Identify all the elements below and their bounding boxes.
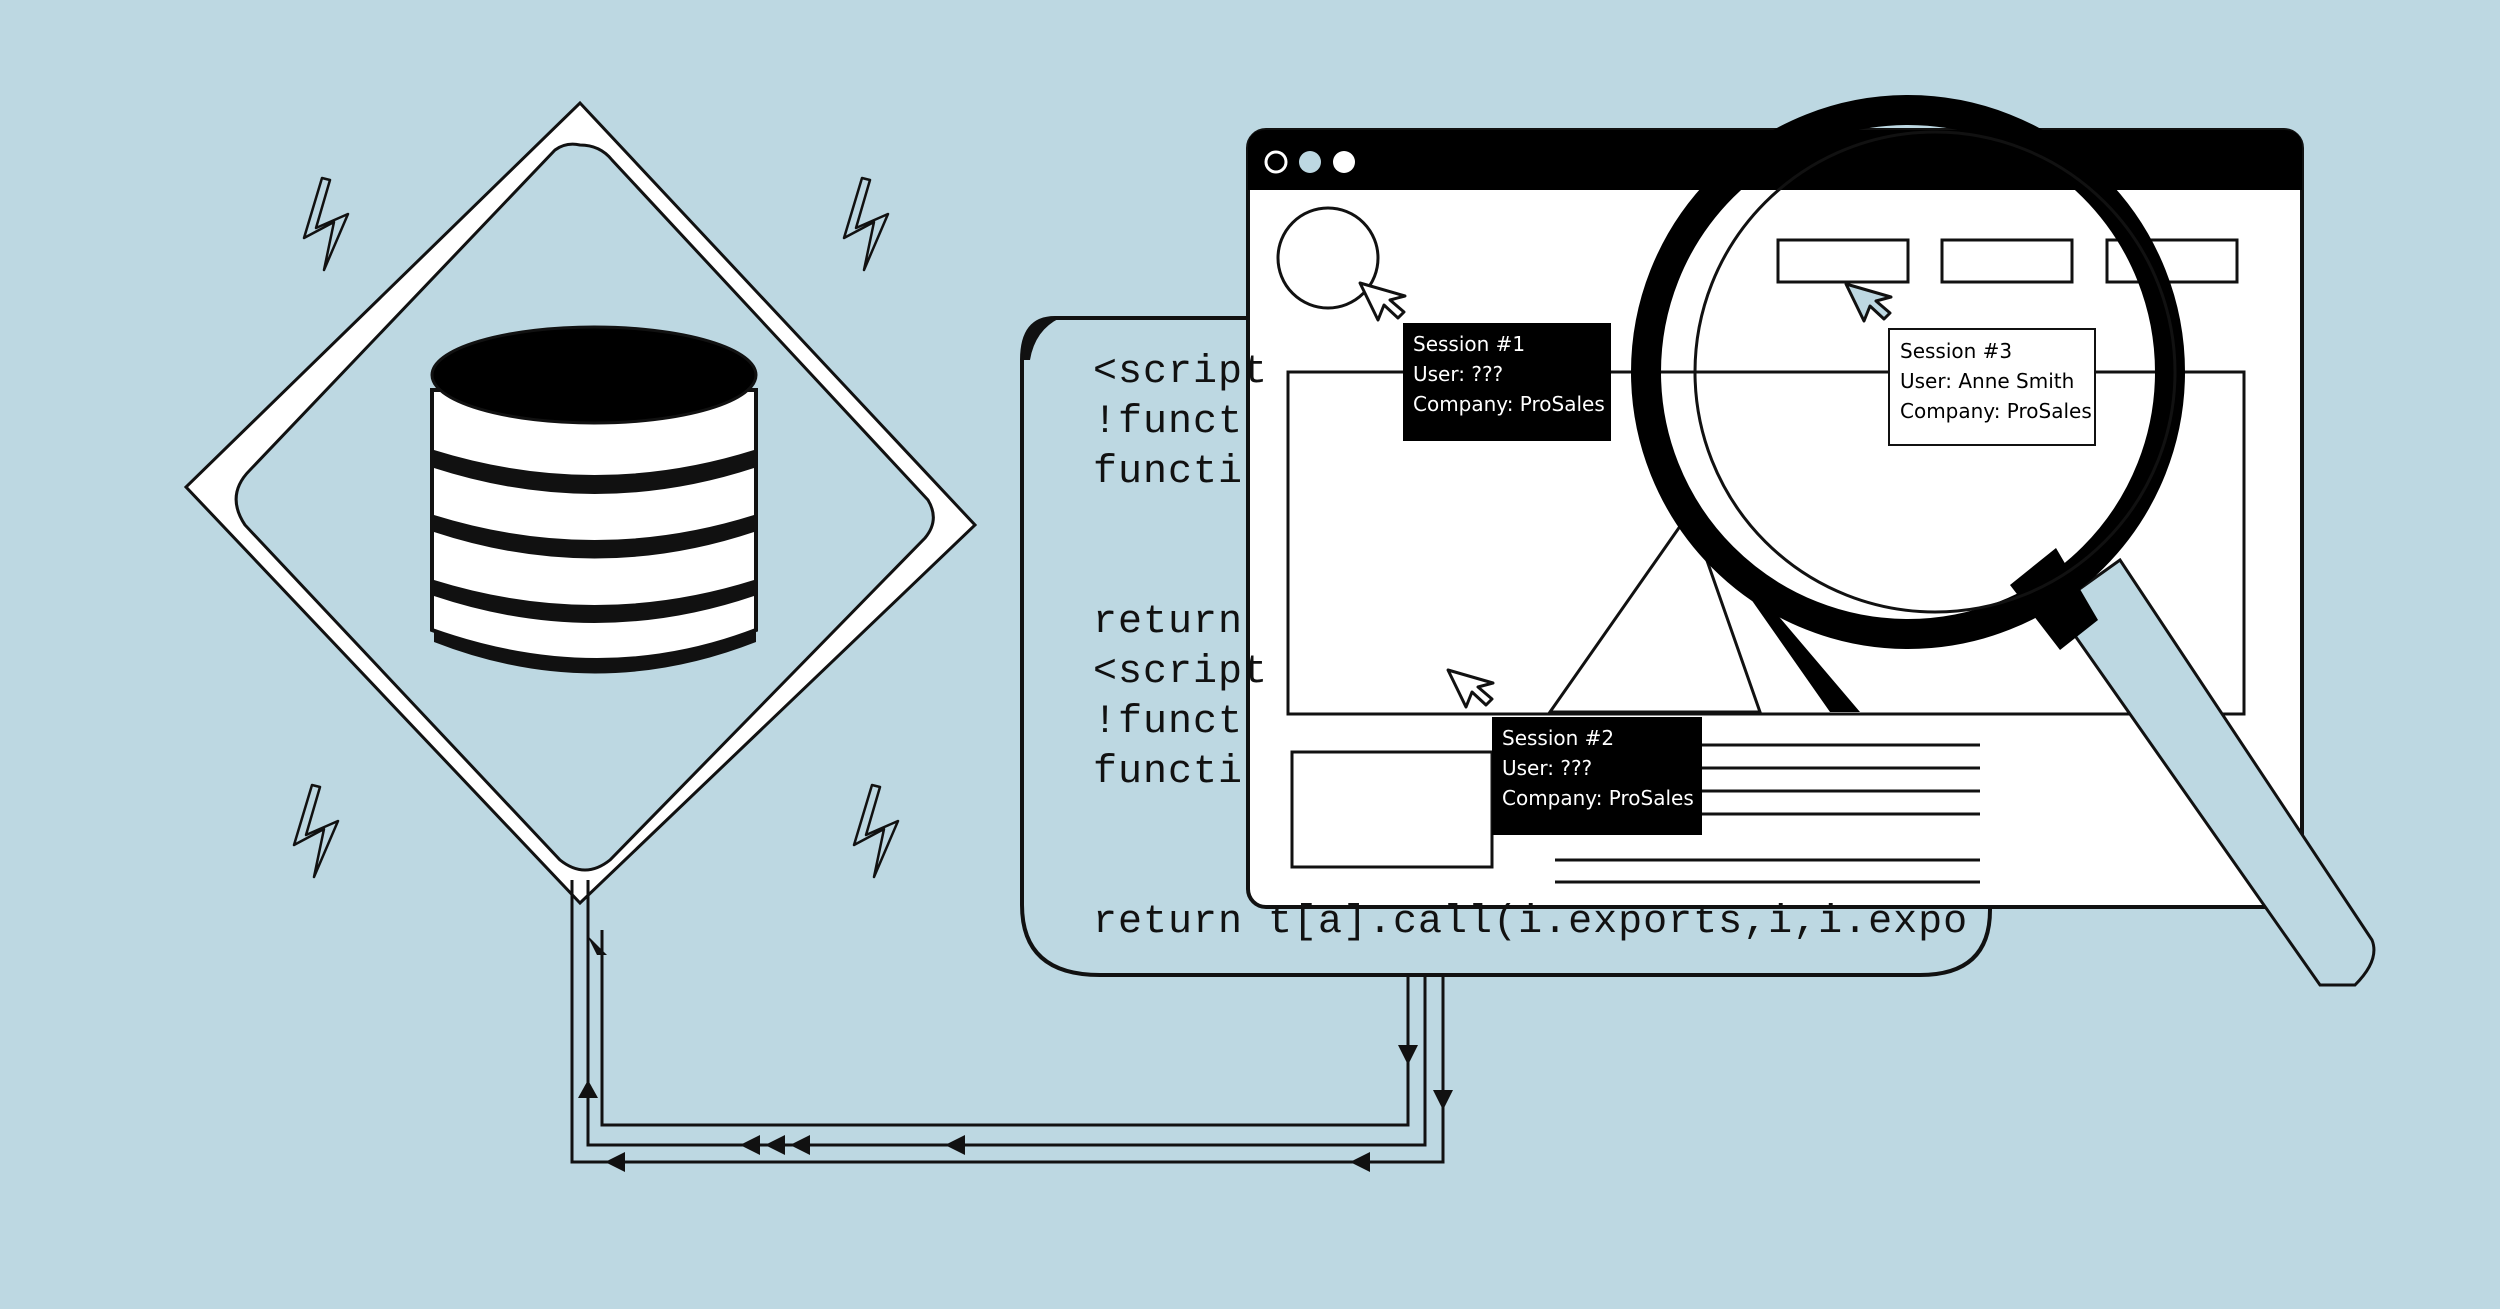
- window-dot-icon: [1333, 151, 1355, 173]
- avatar: [1276, 206, 1380, 310]
- session-user: User: ???: [1502, 756, 1593, 780]
- window-dot-icon: [1264, 150, 1288, 174]
- session-title: Session #1: [1413, 332, 1526, 356]
- session-title: Session #2: [1502, 726, 1615, 750]
- session-title: Session #3: [1900, 339, 2013, 363]
- code-line: <script: [1093, 650, 1269, 695]
- session-user: User: Anne Smith: [1900, 369, 2075, 393]
- session-company: Company: ProSales: [1900, 399, 2092, 423]
- nav-box: [1776, 238, 1910, 284]
- cursor-icon: [1844, 282, 1893, 323]
- window-dot-icon: [1299, 151, 1321, 173]
- lightning-icon: [302, 176, 350, 272]
- code-line: functi: [1093, 750, 1244, 795]
- magnifier-icon: [1631, 95, 2376, 987]
- nav-box: [1940, 238, 2074, 284]
- session-company: Company: ProSales: [1502, 786, 1694, 810]
- session-card-highlighted: Session #3 User: Anne Smith Company: Pro…: [1888, 328, 2096, 446]
- lightning-icon: [842, 176, 890, 272]
- session-card: Session #1 User: ??? Company: ProSales: [1403, 323, 1611, 441]
- code-line: !funct: [1093, 700, 1244, 745]
- code-line-wide: return t[a].call(i.exports,i,i.expo: [1093, 900, 1969, 945]
- code-line: <script: [1093, 350, 1269, 395]
- flow-arrows: [578, 935, 1453, 1172]
- thumbnail-box: [1290, 750, 1494, 869]
- session-company: Company: ProSales: [1413, 392, 1605, 416]
- lightning-icon: [852, 783, 900, 879]
- session-card: Session #2 User: ??? Company: ProSales: [1492, 717, 1702, 835]
- code-line: return: [1093, 600, 1244, 645]
- code-line: functi: [1093, 450, 1244, 495]
- cursor-icon: [1358, 281, 1407, 322]
- session-user: User: ???: [1413, 362, 1504, 386]
- cursor-icon: [1446, 668, 1495, 709]
- code-line: !funct: [1093, 400, 1244, 445]
- database-icon: [430, 325, 758, 674]
- lightning-icon: [292, 783, 340, 879]
